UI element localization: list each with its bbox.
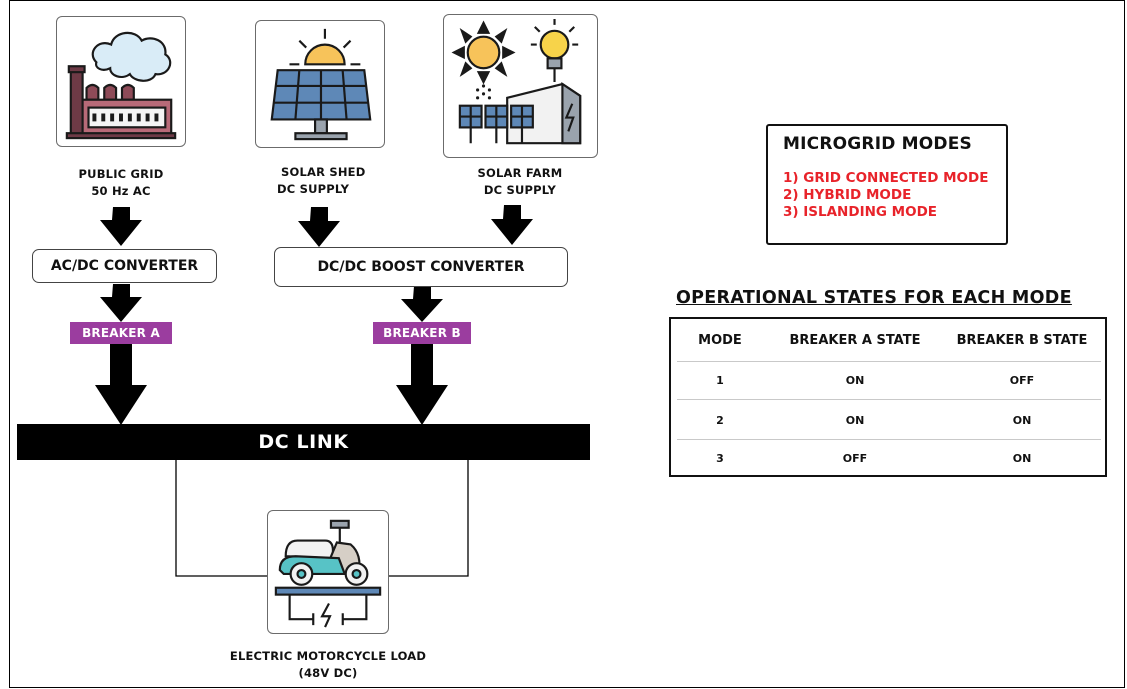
table-divider — [677, 399, 1101, 400]
solar-farm-label-line1: SOLAR FARM — [477, 166, 563, 180]
table-cell-breaker-b: ON — [1012, 413, 1032, 427]
solar-farm-label-line2: DC SUPPLY — [483, 183, 557, 197]
table-cell-breaker-a: ON — [845, 373, 865, 387]
table-divider — [677, 439, 1101, 440]
table-header-mode: MODE — [698, 332, 742, 348]
load-label-line2: (48V DC) — [298, 666, 358, 680]
table-cell-breaker-a: OFF — [842, 451, 868, 465]
load-wire-right — [389, 460, 469, 577]
public-grid-label: PUBLIC GRID 50 Hz AC — [56, 166, 186, 200]
table-cell-breaker-a: ON — [845, 413, 865, 427]
table-cell-breaker-b: ON — [1012, 451, 1032, 465]
public-grid-box — [56, 16, 186, 147]
table-header-breaker-b: BREAKER B STATE — [956, 332, 1088, 348]
dcdc-boost-converter: DC/DC BOOST CONVERTER — [274, 247, 568, 287]
mode-item-hybrid: 2) HYBRID MODE — [783, 187, 912, 203]
table-row: 2 ON ON — [671, 401, 1105, 439]
microgrid-modes-box: MICROGRID MODES 1) GRID CONNECTED MODE 2… — [766, 124, 1008, 245]
table-cell-mode: 1 — [716, 373, 724, 387]
microgrid-modes-title: MICROGRID MODES — [783, 134, 972, 154]
table-cell-mode: 3 — [716, 451, 724, 465]
arrow-shed-to-dcdc — [298, 207, 340, 247]
table-row: 3 OFF ON — [671, 439, 1105, 477]
table-cell-mode: 2 — [716, 413, 724, 427]
public-grid-label-line2: 50 Hz AC — [91, 184, 151, 198]
load-label: ELECTRIC MOTORCYCLE LOAD (48V DC) — [204, 648, 452, 682]
solar-farm-box — [443, 14, 598, 158]
diagram-frame — [9, 0, 1125, 688]
solar-shed-label-line2: DC SUPPLY — [277, 182, 350, 196]
electric-motorcycle-icon — [274, 519, 382, 628]
arrow-grid-to-acdc — [100, 207, 142, 246]
arrow-breaker-a-to-dclink — [95, 344, 147, 425]
table-divider — [677, 361, 1101, 362]
arrow-breaker-b-to-dclink — [396, 344, 448, 425]
load-box — [267, 510, 389, 634]
solar-shed-label-line1: SOLAR SHED — [281, 165, 366, 179]
breaker-b: BREAKER B — [373, 322, 471, 344]
operational-states-title: OPERATIONAL STATES FOR EACH MODE — [676, 288, 1072, 308]
dc-link-bus: DC LINK — [17, 424, 590, 460]
table-header-breaker-a: BREAKER A STATE — [789, 332, 921, 348]
acdc-converter: AC/DC CONVERTER — [32, 249, 217, 283]
solar-farm-icon — [451, 18, 582, 145]
mode-item-islanding: 3) ISLANDING MODE — [783, 204, 938, 220]
arrow-farm-to-dcdc — [491, 205, 533, 245]
breaker-a: BREAKER A — [70, 322, 172, 344]
arrow-dcdc-to-breaker-b — [401, 286, 443, 322]
arrow-acdc-to-breaker-a — [100, 284, 142, 322]
solar-shed-box — [255, 20, 385, 148]
solar-shed-label: SOLAR SHED DC SUPPLY — [255, 164, 385, 198]
solar-panel-icon — [270, 28, 372, 141]
table-row: 1 ON OFF — [671, 361, 1105, 399]
table-header-row: MODE BREAKER A STATE BREAKER B STATE — [671, 321, 1105, 359]
table-cell-breaker-b: OFF — [1009, 373, 1035, 387]
solar-farm-label: SOLAR FARM DC SUPPLY — [470, 165, 570, 199]
factory-icon — [65, 31, 177, 140]
operational-states-table: MODE BREAKER A STATE BREAKER B STATE 1 O… — [669, 317, 1107, 477]
public-grid-label-line1: PUBLIC GRID — [78, 167, 164, 181]
load-wire-left — [175, 460, 267, 577]
mode-item-grid-connected: 1) GRID CONNECTED MODE — [783, 170, 989, 186]
microgrid-modes-list: 1) GRID CONNECTED MODE 2) HYBRID MODE 3)… — [783, 170, 1006, 221]
load-label-line1: ELECTRIC MOTORCYCLE LOAD — [229, 649, 427, 663]
